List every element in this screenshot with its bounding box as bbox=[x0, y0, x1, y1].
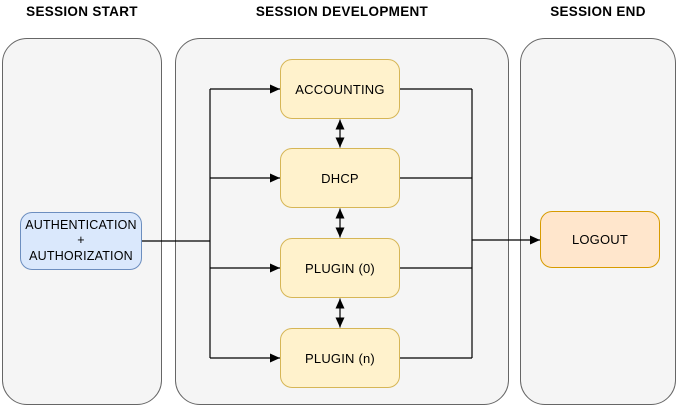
node-accounting: ACCOUNTING bbox=[280, 59, 400, 119]
node-plugin-0: PLUGIN (0) bbox=[280, 238, 400, 298]
auth-label-line-2: + bbox=[77, 233, 85, 248]
lane-title-session-end: SESSION END bbox=[550, 4, 646, 19]
node-plugin-n-label: PLUGIN (n) bbox=[305, 350, 375, 366]
node-plugin-0-label: PLUGIN (0) bbox=[305, 260, 375, 276]
auth-label-line-1: AUTHENTICATION bbox=[25, 217, 137, 232]
node-authentication-authorization: AUTHENTICATION + AUTHORIZATION bbox=[20, 212, 142, 270]
auth-label-line-3: AUTHORIZATION bbox=[29, 248, 133, 263]
node-dhcp-label: DHCP bbox=[321, 170, 359, 186]
lane-title-session-start: SESSION START bbox=[26, 4, 138, 19]
node-accounting-label: ACCOUNTING bbox=[295, 81, 385, 97]
node-logout-label: LOGOUT bbox=[571, 232, 629, 247]
node-authentication-authorization-label: AUTHENTICATION + AUTHORIZATION bbox=[25, 218, 137, 265]
node-plugin-n: PLUGIN (n) bbox=[280, 328, 400, 388]
lane-title-session-development: SESSION DEVELOPMENT bbox=[255, 4, 429, 19]
node-dhcp: DHCP bbox=[280, 148, 400, 208]
node-logout: LOGOUT bbox=[540, 211, 660, 268]
